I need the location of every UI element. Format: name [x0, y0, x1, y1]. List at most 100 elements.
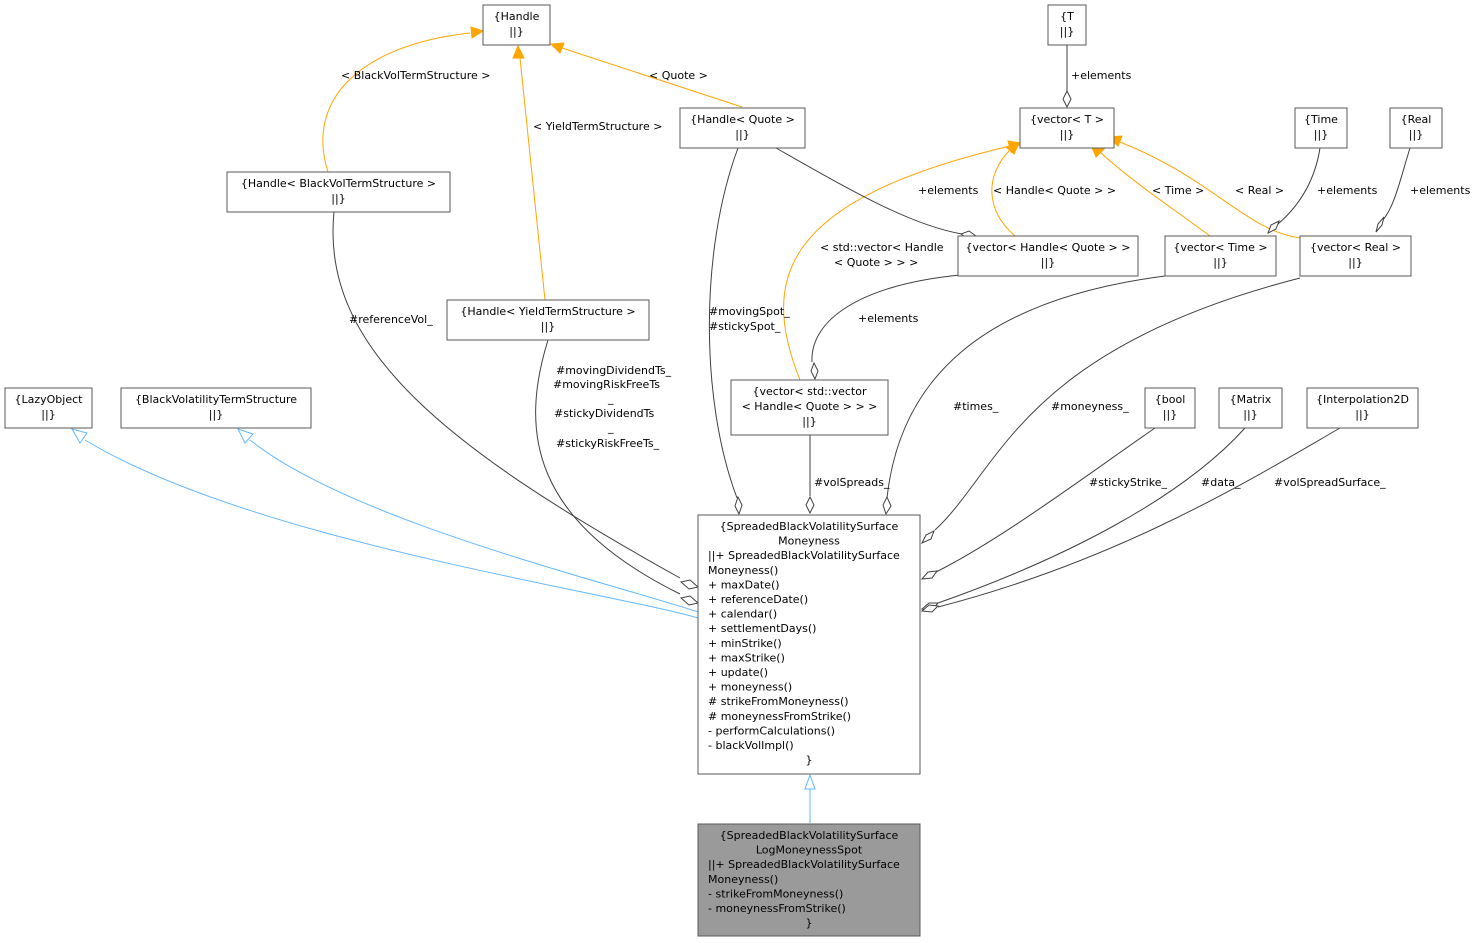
- edge-moneyness: [920, 277, 1301, 545]
- edge-t-elements: [1062, 45, 1072, 109]
- label-hq-elements: +elements: [918, 184, 979, 197]
- node-text: + minStrike(): [708, 637, 782, 650]
- node-text: {vector< Time >: [1173, 241, 1267, 254]
- node-text: {Interpolation2D: [1316, 393, 1409, 406]
- edge-time-elements: [1267, 147, 1321, 235]
- node-text: + update(): [708, 666, 768, 679]
- node-text: Moneyness(): [708, 873, 778, 886]
- node-text: {SpreadedBlackVolatilitySurface: [720, 520, 899, 533]
- node-text: {Handle< YieldTermStructure >: [460, 305, 635, 318]
- label-sticky-strike: #stickyStrike_: [1089, 476, 1167, 489]
- node-vector-t[interactable]: {vector< T > ||}: [1019, 107, 1115, 149]
- node-text: + maxDate(): [708, 578, 780, 591]
- edge-reference-vol: [332, 211, 700, 590]
- edge-inherit-lazyobject: [70, 428, 699, 619]
- node-real[interactable]: {Real ||}: [1389, 107, 1443, 149]
- node-text: + settlementDays(): [708, 622, 816, 635]
- node-interpolation2d[interactable]: {Interpolation2D ||}: [1306, 387, 1419, 429]
- label-times: #times_: [953, 400, 999, 413]
- node-text: ||}: [802, 415, 816, 428]
- label-reference-vol: #referenceVol_: [349, 313, 433, 326]
- node-text: {Matrix: [1230, 393, 1272, 406]
- edge-inherit-bvts: [237, 428, 699, 613]
- node-text: {vector< T >: [1030, 113, 1104, 126]
- node-handle-quote[interactable]: {Handle< Quote > ||}: [679, 107, 806, 149]
- edge-yts-members: [535, 339, 700, 606]
- label-real-template: < Real >: [1235, 184, 1284, 197]
- node-text: }: [806, 754, 813, 767]
- node-text: ||}: [1409, 128, 1423, 141]
- node-text: - blackVolImpl(): [708, 739, 794, 752]
- label-vv-template-1: < std::vector< Handle: [820, 241, 944, 254]
- edge-times: [882, 275, 1166, 516]
- node-text: {BlackVolatilityTermStructure: [135, 393, 297, 406]
- node-text: - performCalculations(): [708, 724, 835, 737]
- node-vector-handle-quote[interactable]: {vector< Handle< Quote > > ||}: [957, 235, 1139, 277]
- node-text: + maxStrike(): [708, 651, 785, 664]
- label-vv-elements: +elements: [858, 312, 919, 325]
- label-quote-template: < Quote >: [649, 69, 708, 82]
- node-text: {T: [1060, 10, 1074, 23]
- edge-vol-spread-surface: [920, 427, 1341, 613]
- node-handle-yts[interactable]: {Handle< YieldTermStructure > ||}: [446, 299, 650, 341]
- node-text: ||}: [509, 25, 523, 38]
- node-text: - moneynessFromStrike(): [708, 902, 846, 915]
- node-text: ||}: [1243, 408, 1257, 421]
- node-spreaded-black-volatility-surface-moneyness[interactable]: {SpreadedBlackVolatilitySurfaceMoneyness…: [697, 514, 921, 775]
- node-text: + referenceDate(): [708, 593, 808, 606]
- node-handle-bvts[interactable]: {Handle< BlackVolTermStructure > ||}: [226, 171, 451, 213]
- node-text: ||}: [1041, 256, 1055, 269]
- label-yts-members-4: #stickyDividendTs: [554, 407, 655, 420]
- node-black-volatility-term-structure[interactable]: {BlackVolatilityTermStructure ||}: [120, 387, 312, 429]
- node-lazyobject[interactable]: {LazyObject ||}: [4, 387, 93, 429]
- label-yts-members-5: _: [607, 421, 614, 434]
- edge-inherit-moneyness: [804, 773, 816, 823]
- node-text: + moneyness(): [708, 681, 792, 694]
- node-text: {LazyObject: [15, 393, 84, 406]
- node-vector-time[interactable]: {vector< Time > ||}: [1164, 235, 1277, 277]
- node-spreaded-black-volatility-surface-log-moneyness-spot[interactable]: {SpreadedBlackVolatilitySurfaceLogMoneyn…: [697, 823, 921, 937]
- node-text: # strikeFromMoneyness(): [708, 695, 849, 708]
- node-text: ||}: [1060, 128, 1074, 141]
- node-text: ||}: [1060, 25, 1074, 38]
- edge-handle-quote-template: [549, 42, 743, 108]
- node-text: ||}: [541, 320, 555, 333]
- node-text: {Handle< Quote >: [690, 113, 795, 126]
- label-vol-spread-surface: #volSpreadSurface_: [1274, 476, 1386, 489]
- label-yts-members-2: #movingRiskFreeTs: [553, 378, 660, 391]
- node-vector-vector[interactable]: {vector< std::vector < Handle< Quote > >…: [730, 379, 889, 436]
- node-text: {vector< Handle< Quote > >: [966, 241, 1131, 254]
- edge-vol-spreads: [805, 435, 815, 515]
- node-text: ||+ SpreadedBlackVolatilitySurface: [708, 858, 900, 871]
- node-text: Moneyness: [778, 535, 840, 548]
- node-t[interactable]: {T ||}: [1047, 4, 1087, 46]
- node-text: {Handle: [494, 10, 540, 23]
- node-text: {vector< std::vector: [753, 385, 867, 398]
- node-vector-real[interactable]: {vector< Real > ||}: [1299, 235, 1412, 277]
- node-text: ||}: [209, 408, 223, 421]
- label-bvts-template: < BlackVolTermStructure >: [341, 69, 490, 82]
- node-time[interactable]: {Time ||}: [1294, 107, 1348, 149]
- node-text: {Handle< BlackVolTermStructure >: [241, 177, 436, 190]
- node-text: ||}: [1314, 128, 1328, 141]
- node-text: {SpreadedBlackVolatilitySurface: [720, 829, 899, 842]
- label-t-elements: +elements: [1071, 69, 1132, 82]
- node-handle[interactable]: {Handle ||}: [482, 4, 551, 46]
- label-data: #data_: [1201, 476, 1241, 489]
- edge-spot: [708, 147, 743, 516]
- node-text: ||}: [1163, 408, 1177, 421]
- edge-handle-bvts-template: [322, 26, 485, 173]
- label-yts-members-3: _: [607, 392, 614, 405]
- node-text: ||}: [1213, 256, 1227, 269]
- node-bool[interactable]: {bool ||}: [1144, 387, 1196, 429]
- node-text: {Real: [1401, 113, 1432, 126]
- node-text: < Handle< Quote > > >: [742, 400, 878, 413]
- node-text: ||}: [41, 408, 55, 421]
- node-text: {vector< Real >: [1310, 241, 1401, 254]
- node-text: ||}: [735, 128, 749, 141]
- node-text: + calendar(): [708, 608, 777, 621]
- edge-data: [920, 427, 1246, 611]
- node-matrix[interactable]: {Matrix ||}: [1218, 387, 1283, 429]
- label-spot-1: #movingSpot_: [709, 305, 790, 318]
